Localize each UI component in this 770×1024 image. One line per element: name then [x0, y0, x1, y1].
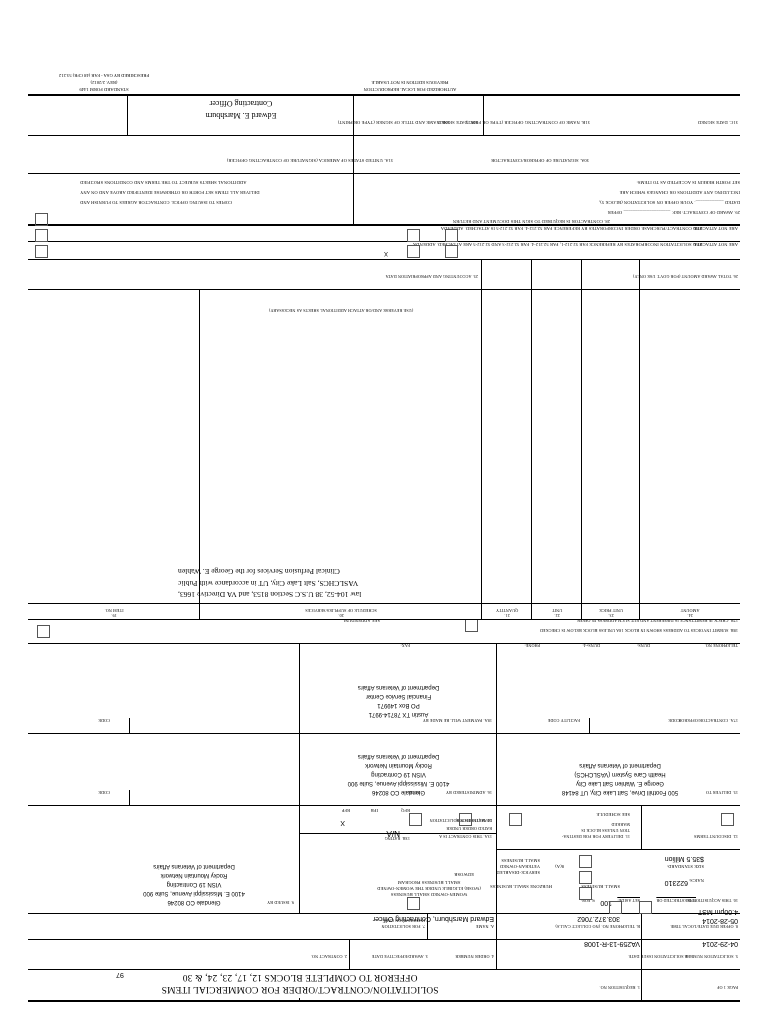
checkbox-unrestricted[interactable] — [639, 901, 652, 914]
b31a-label: 31a. UNITED STATES OF AMERICA (SIGNATURE… — [226, 158, 394, 163]
checkbox-8a[interactable] — [579, 855, 592, 868]
b14-rfp-mark: X — [340, 819, 345, 826]
b10-sdvosb-c: SMALL BUSINESS — [501, 858, 540, 863]
b17a-facility-label: FACILITY CODE — [547, 718, 580, 723]
b10-unrestricted-label: UNRESTRICTED OR — [656, 898, 696, 903]
b25-label: 25. ACCOUNTING AND APPROPRIATION DATA — [385, 274, 478, 279]
b30b-label: 30b. NAME AND TITLE OF SIGNER (TYPE OR P… — [337, 120, 450, 125]
checkbox-rfq[interactable] — [409, 813, 422, 826]
col-amount-header: 24. AMOUNT — [680, 607, 700, 618]
checkbox-setaside[interactable] — [609, 901, 622, 914]
b16-address: Glendale CO 80246 4100 E. Mississippi Av… — [347, 753, 450, 795]
b9-address: Glendale CO 80246 4100 E. Mississippi Av… — [143, 863, 245, 905]
checkbox-rfp[interactable] — [509, 813, 522, 826]
b17a-label: 17a. CONTRACTOR/OFFEROR — [678, 718, 738, 723]
checkbox-fob-destination[interactable] — [721, 813, 734, 826]
checkbox-27b-addenda[interactable] — [35, 229, 48, 242]
checkbox-27a-are[interactable] — [445, 245, 458, 258]
b31b-label: 31b. NAME OF CONTRACTING OFFICER (TYPE O… — [465, 120, 590, 125]
b31c-label: 31c. DATE SIGNED — [697, 120, 738, 125]
b26-label: 26. TOTAL AWARD AMOUNT (For Govt. Use On… — [632, 274, 738, 279]
checkbox-27b-arenot[interactable] — [407, 229, 420, 242]
b7-name-value: Edward Marshburn, Contracting Officer — [372, 915, 494, 922]
b30a-label: 30a. SIGNATURE OF OFFEROR/CONTRACTOR — [490, 158, 590, 163]
checkbox-remittance-different[interactable] — [37, 625, 50, 638]
b3-label: 3. AWARD/EFFECTIVE DATE — [371, 954, 428, 959]
phone-label: PHONE: — [524, 643, 540, 648]
signer-title: Contracting Officer — [209, 99, 273, 108]
b13b-value: N/A — [386, 829, 400, 838]
b9-code-label: CODE — [98, 790, 110, 795]
checkbox-27a-addenda[interactable] — [35, 245, 48, 258]
schedule-footer-note: (Use Reverse and/or Attach Additional Sh… — [268, 308, 414, 313]
sf1449-form: PAGE 1 OF 1. REQUISITION NO. SOLICITATIO… — [28, 52, 740, 1002]
checkbox-submit-invoices[interactable] — [465, 619, 478, 632]
col-unitprice-header: 23. UNIT PRICE — [599, 607, 623, 618]
b10-edwosb: EDWOSB — [454, 872, 474, 877]
col-unit-header: 22. UNIT — [551, 607, 563, 618]
col-itemno-header: 19. ITEM NO. — [104, 607, 124, 618]
schedule-description: law 104-52, 38 U.S.C Section 8153, and V… — [178, 567, 362, 599]
checkbox-27a-arenot[interactable] — [407, 245, 420, 258]
b4-label: 4. ORDER NUMBER — [455, 954, 494, 959]
b12-label: 12. DISCOUNT TERMS — [693, 834, 738, 839]
col-schedule-header: 20. SCHEDULE OF SUPPLIES/SERVICES — [305, 607, 377, 618]
b29-line4: SET FORTH HEREIN IS ACCEPTED AS TO ITEMS… — [636, 180, 740, 185]
b14-ifb-label: IFB — [370, 808, 378, 813]
page-of-label: PAGE 1 OF — [717, 985, 738, 990]
b27a-x-mark: X — [383, 250, 388, 256]
page-number: 97 — [116, 971, 124, 978]
footer-authorized: AUTHORIZED FOR LOCAL REPRODUCTION PREVIO… — [363, 80, 457, 92]
b28-text: 28. CONTRACTOR IS REQUIRED TO SIGN THIS … — [452, 219, 610, 224]
b10-8a-label: 8(A) — [555, 864, 564, 869]
checkbox-small-business[interactable] — [579, 887, 592, 900]
checkbox-ifb[interactable] — [459, 813, 472, 826]
checkbox-hubzone[interactable] — [579, 871, 592, 884]
b18a-code-label: CODE — [98, 718, 110, 723]
b10-size-value: $35.5 Million — [664, 855, 704, 862]
b28-line4: ADDITIONAL SHEETS SUBJECT TO THE TERMS A… — [80, 180, 247, 185]
requisition-label: 1. REQUISITION NO. — [599, 985, 640, 990]
b7-phone-value: 303.372.7062 — [577, 915, 620, 922]
b18a-address: Austin TX 78714-9971 PO Box 149971 Finan… — [357, 684, 440, 717]
col-quantity-header: 21. QUANTITY — [495, 607, 519, 618]
b10-naics-value: 622310 — [664, 879, 688, 886]
b11-value: SEE SCHEDULE — [596, 812, 630, 817]
fax-label: FAX: — [400, 643, 410, 648]
checkbox-wosb[interactable] — [407, 897, 420, 910]
checkbox-27b-are[interactable] — [445, 229, 458, 242]
b2-label: 2. CONTRACT NO. — [310, 954, 347, 959]
footer-form-id: STANDARD FORM 1449 (REV. 2/2012) Prescri… — [58, 73, 150, 92]
b15-address: 500 Foothill Drive, Salt Lake City, UT 8… — [561, 762, 679, 795]
checkbox-29-award[interactable] — [35, 213, 48, 226]
b17a-code-label: CODE — [668, 718, 680, 723]
